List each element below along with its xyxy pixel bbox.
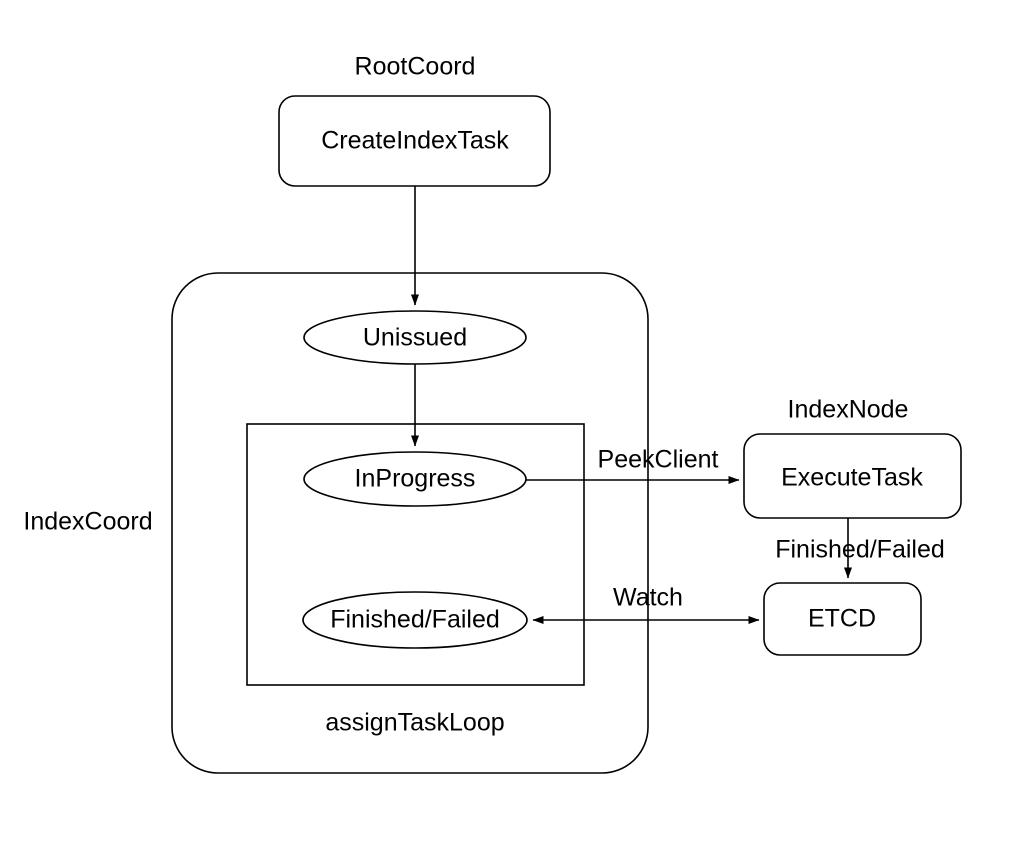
- node-etcd[interactable]: [763, 582, 922, 656]
- group-label-index-node: IndexNode: [788, 396, 909, 424]
- node-execute-task[interactable]: [743, 433, 962, 519]
- group-label-index-coord: IndexCoord: [23, 508, 152, 536]
- node-label-etcd: ETCD: [808, 605, 876, 633]
- group-label-assign-task-loop: assignTaskLoop: [325, 709, 504, 737]
- node-finished-failed[interactable]: [302, 591, 528, 649]
- node-unissued[interactable]: [303, 310, 527, 365]
- node-label-create-index-task: CreateIndexTask: [321, 127, 509, 155]
- node-in-progress[interactable]: [303, 451, 527, 507]
- edge-label-finished-failed: Finished/Failed: [775, 536, 945, 564]
- node-label-finished-failed: Finished/Failed: [330, 606, 500, 634]
- group-index-coord-boundary: [171, 272, 649, 774]
- node-label-unissued: Unissued: [363, 324, 467, 352]
- group-label-root-coord: RootCoord: [355, 53, 476, 81]
- node-label-execute-task: ExecuteTask: [781, 464, 923, 492]
- edge-label-watch: Watch: [613, 584, 683, 612]
- node-create-index-task[interactable]: [278, 95, 551, 187]
- edge-label-peek-client: PeekClient: [598, 446, 719, 474]
- node-label-in-progress: InProgress: [355, 465, 476, 493]
